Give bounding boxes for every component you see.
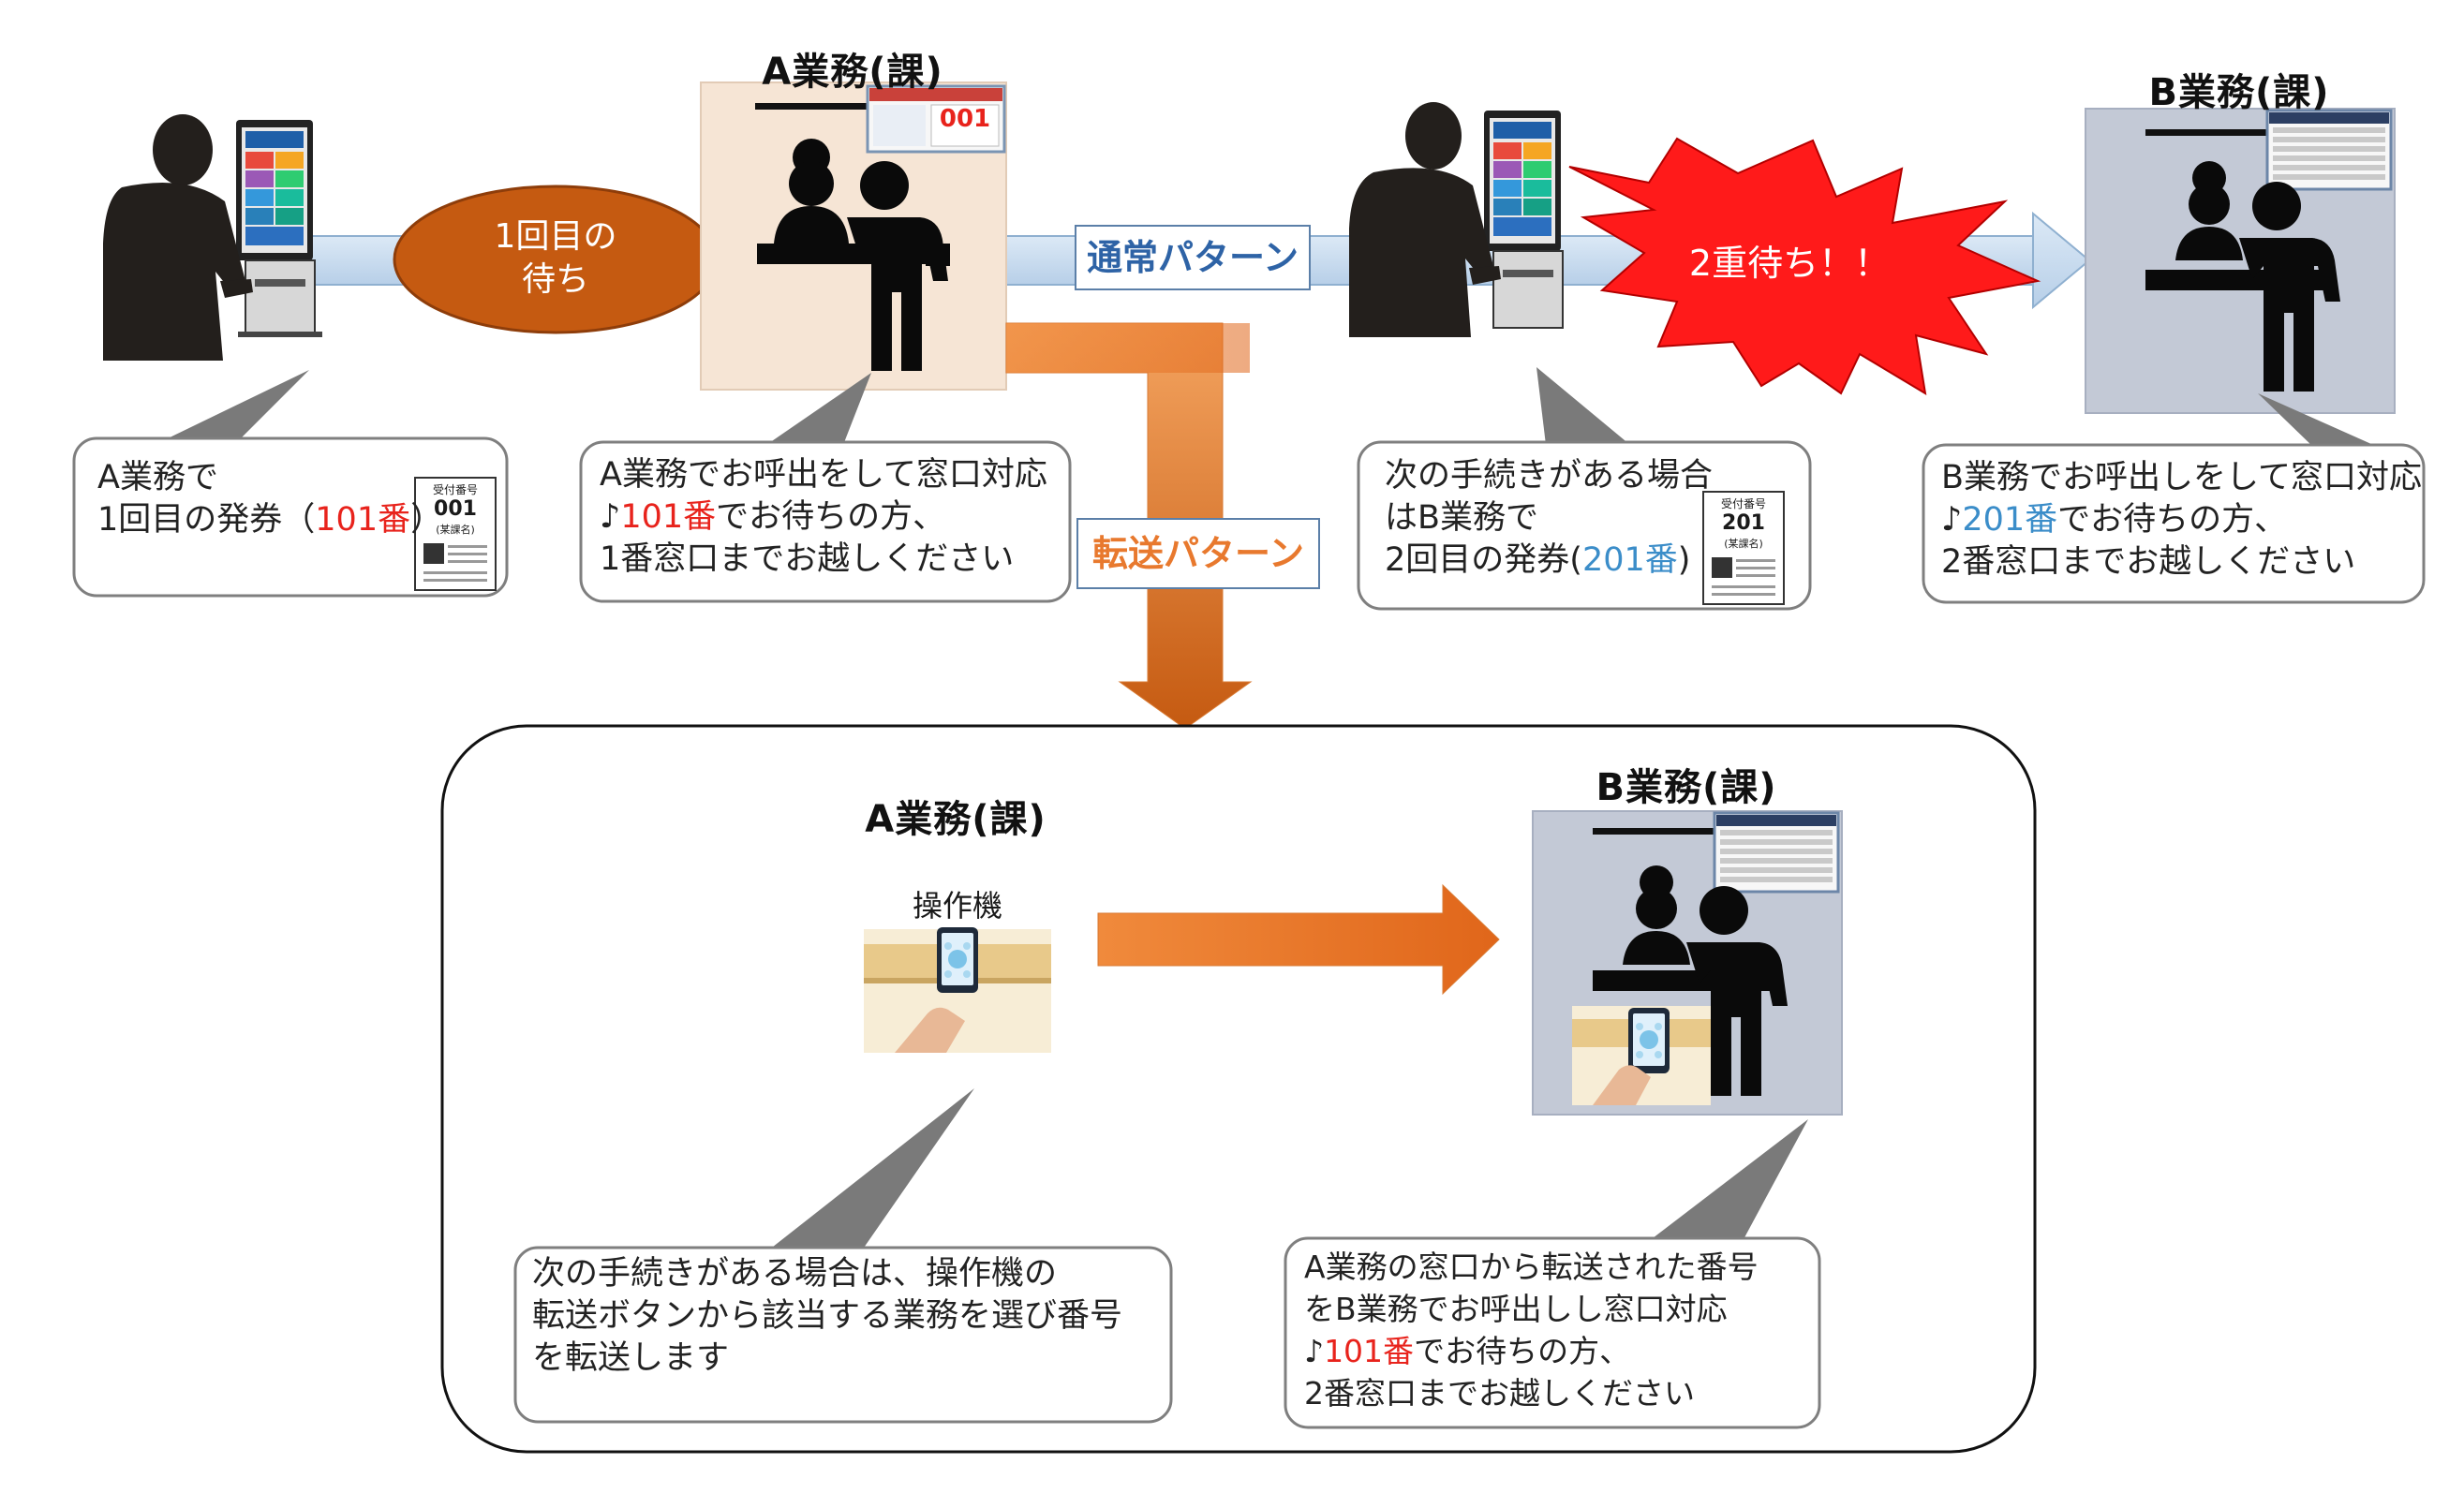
- callout-4: B業務でお呼出しをして窓口対応 ♪201番でお待ちの方、 2番窓口までお越しくだ…: [1941, 457, 2422, 584]
- ticket-1: [414, 477, 497, 591]
- callout-1-text: 1回目の発券（: [97, 501, 316, 539]
- person-icon-1: [103, 114, 253, 361]
- callout-3: 次の手続きがある場合 はB業務で 2回目の発券(201番): [1385, 455, 1713, 582]
- callout-6-number: 101番: [1324, 1333, 1415, 1369]
- callout-6-line1: A業務の窓口から転送された番号: [1304, 1249, 1759, 1285]
- wait-bubble-line2: 待ち: [521, 260, 589, 299]
- double-wait-burst: [1568, 137, 2041, 395]
- callout-2-line1: A業務でお呼出をして窓口対応: [600, 456, 1047, 494]
- kiosk-1: [236, 120, 322, 337]
- ticket-1-number: 001: [434, 497, 477, 521]
- callout-2: A業務でお呼出をして窓口対応 ♪101番でお待ちの方、 1番窓口までお越しくださ…: [600, 454, 1047, 581]
- callout-1: A業務で 1回目の発券（101番）: [97, 457, 443, 541]
- counter-a-top: [700, 81, 1007, 391]
- person-icon-2: [1349, 102, 1501, 337]
- ticket-2-sub: (某課名): [1724, 538, 1763, 550]
- counter-b-top: [2085, 108, 2396, 414]
- callout-3-text: 2回目の発券(: [1385, 541, 1582, 579]
- callout-1-number: 101番: [315, 501, 411, 539]
- callout-6-text: でお待ちの方、: [1414, 1333, 1631, 1369]
- ticket-2-number: 201: [1722, 511, 1765, 535]
- transfer-arrow-bottom: [1097, 883, 1500, 996]
- callout-2-number: 101番: [620, 498, 717, 536]
- ticket-1-header: 受付番号: [432, 483, 478, 496]
- ticket-1-text: 受付番号 001 (某課名): [415, 481, 496, 537]
- callout-5-line1: 次の手続きがある場合は、操作機の: [532, 1255, 1058, 1293]
- pattern-normal-box: [1075, 225, 1311, 290]
- callout-1-line2: 1回目の発券（101番）: [97, 499, 443, 541]
- music-note: ♪: [1941, 501, 1963, 539]
- heading-b-bottom: B業務(課): [1596, 766, 1777, 809]
- callout-5-line3: を転送します: [532, 1339, 730, 1377]
- callout-3-line2: はB業務で: [1385, 499, 1539, 537]
- callout-2-shape: [579, 373, 1072, 603]
- ticket-2-header: 受付番号: [1720, 497, 1766, 510]
- transfer-arrow: [1005, 322, 1253, 730]
- kiosk-2: [1484, 111, 1564, 329]
- operator-label: 操作機: [912, 888, 1002, 924]
- callout-1-shape: [72, 370, 509, 598]
- callout-5-shape: [513, 1088, 1173, 1424]
- music-note: ♪: [1304, 1333, 1325, 1369]
- callout-3-number: 201番: [1581, 541, 1678, 579]
- display-number: 001: [939, 105, 991, 133]
- ticket-1-sub: (某課名): [436, 524, 475, 536]
- ticket-2: [1702, 491, 1785, 605]
- callout-1-text-post: ）: [410, 501, 444, 539]
- callout-4-line2: ♪201番でお待ちの方、: [1941, 499, 2422, 541]
- callout-6: A業務の窓口から転送された番号 をB業務でお呼出しし窓口対応 ♪101番でお待ち…: [1304, 1246, 1759, 1414]
- wait-bubble-text: 1回目の 待ち: [431, 215, 680, 302]
- callout-4-line1: B業務でお呼出しをして窓口対応: [1941, 459, 2422, 496]
- pattern-transfer-label: 転送パターン: [1091, 533, 1305, 574]
- callout-6-line4: 2番窓口までお越しください: [1304, 1375, 1695, 1412]
- music-note: ♪: [600, 498, 621, 536]
- wait-bubble-line1: 1回目の: [494, 217, 617, 256]
- callout-5: 次の手続きがある場合は、操作機の 転送ボタンから該当する業務を選び番号 を転送し…: [532, 1253, 1122, 1380]
- counter-b-bottom: [1532, 810, 1843, 1116]
- heading-a-top: A業務(課): [762, 51, 943, 94]
- callout-2-text: でお待ちの方、: [716, 498, 946, 536]
- pattern-transfer-box: [1076, 518, 1320, 589]
- callout-5-line2: 転送ボタンから該当する業務を選び番号: [532, 1297, 1123, 1335]
- heading-b-top: B業務(課): [2148, 71, 2330, 114]
- callout-6-line3: ♪101番でお待ちの方、: [1304, 1330, 1759, 1372]
- heading-a-bottom: A業務(課): [865, 798, 1046, 841]
- callout-3-line1: 次の手続きがある場合: [1385, 457, 1714, 495]
- operator-device: [864, 927, 1051, 1053]
- callout-4-text: でお待ちの方、: [2057, 501, 2288, 539]
- double-wait-text: 2重待ち！！: [1688, 243, 1891, 284]
- callout-2-line3: 1番窓口までお越しください: [600, 540, 1015, 578]
- callout-4-number: 201番: [1962, 501, 2058, 539]
- callout-3-shape: [1357, 367, 1812, 611]
- callout-1-line1: A業務で: [97, 459, 218, 496]
- callout-4-shape: [1922, 393, 2426, 604]
- callout-4-line3: 2番窓口までお越しください: [1941, 543, 2356, 581]
- callout-3-line3: 2回目の発券(201番): [1385, 540, 1713, 582]
- callout-6-shape: [1284, 1119, 1821, 1429]
- callout-3-text-post: ): [1677, 541, 1691, 579]
- ticket-2-text: 受付番号 201 (某課名): [1703, 495, 1784, 551]
- callout-2-line2: ♪101番でお待ちの方、: [600, 496, 1047, 539]
- pattern-normal-label: 通常パターン: [1086, 237, 1299, 278]
- callout-6-line2: をB業務でお呼出しし窓口対応: [1304, 1291, 1728, 1327]
